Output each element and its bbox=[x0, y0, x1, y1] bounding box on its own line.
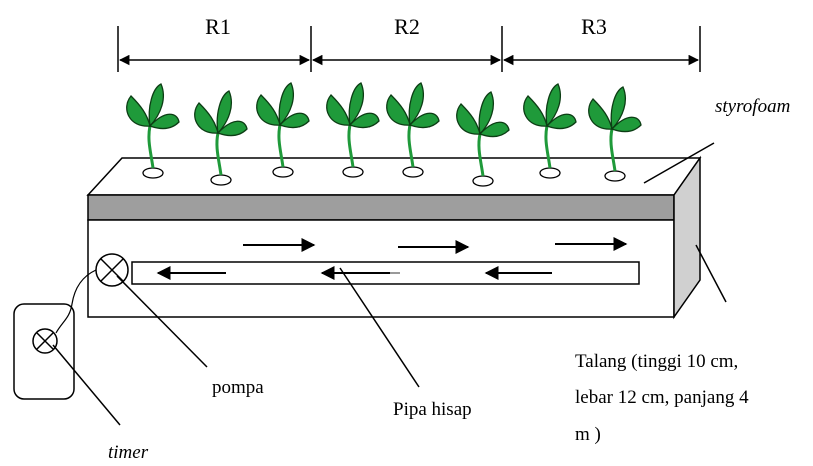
leader-timer bbox=[52, 344, 121, 426]
plant bbox=[456, 91, 510, 177]
trough bbox=[86, 155, 702, 320]
label-timer: timer bbox=[108, 442, 149, 463]
label-pompa: pompa bbox=[212, 377, 264, 398]
leader-styrofoam bbox=[643, 142, 715, 184]
plant bbox=[256, 82, 310, 168]
section-label-r3: R3 bbox=[581, 14, 607, 39]
label-styrofoam: styrofoam bbox=[715, 96, 790, 117]
plant-hole bbox=[272, 166, 294, 178]
plant bbox=[326, 82, 380, 168]
plant bbox=[386, 82, 440, 168]
styrofoam-band bbox=[87, 194, 675, 221]
power-cable bbox=[55, 269, 97, 334]
leader-pipa-hisap bbox=[339, 267, 420, 388]
plant-hole bbox=[604, 170, 626, 182]
label-pipa-hisap: Pipa hisap bbox=[393, 399, 472, 420]
plant-holes bbox=[142, 166, 626, 187]
plant bbox=[523, 83, 577, 169]
plant-hole bbox=[539, 167, 561, 179]
label-talang-line2: lebar 12 cm, panjang 4 bbox=[575, 387, 749, 408]
section-dimensions: R1 R2 R3 bbox=[117, 14, 701, 72]
plant-hole bbox=[142, 167, 164, 179]
timer-icon bbox=[13, 303, 75, 400]
plant-hole bbox=[210, 174, 232, 186]
plant bbox=[194, 90, 248, 176]
leader-talang bbox=[695, 244, 727, 303]
plant-hole bbox=[342, 166, 364, 178]
leader-pompa bbox=[116, 275, 208, 368]
plants bbox=[126, 82, 642, 177]
label-talang-line3: m ) bbox=[575, 424, 601, 445]
section-label-r2: R2 bbox=[394, 14, 420, 39]
leader-lines bbox=[52, 142, 727, 426]
plant-hole bbox=[472, 175, 494, 187]
plant-hole bbox=[402, 166, 424, 178]
trough-side-face bbox=[673, 155, 701, 320]
pump-icon bbox=[95, 253, 129, 287]
label-talang-line1: Talang (tinggi 10 cm, bbox=[575, 351, 738, 372]
flow-arrows-top bbox=[243, 237, 628, 254]
plant bbox=[126, 83, 180, 169]
section-label-r1: R1 bbox=[205, 14, 231, 39]
plant bbox=[588, 86, 642, 172]
